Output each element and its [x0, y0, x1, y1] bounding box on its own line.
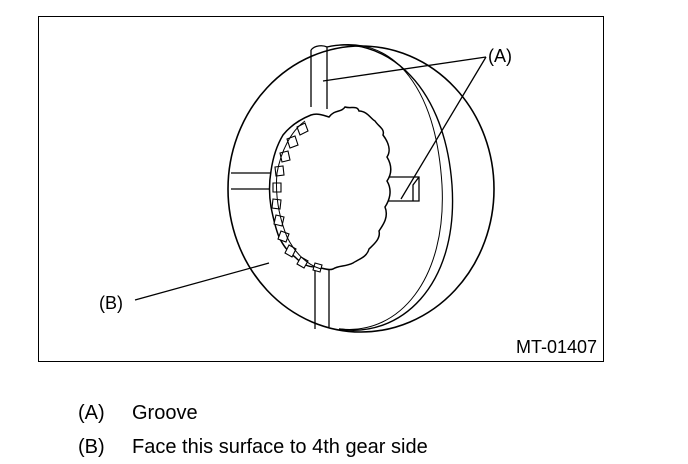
legend-key-a: (A) — [78, 401, 105, 424]
groove-top — [310, 45, 328, 109]
legend-text-b: Face this surface to 4th gear side — [132, 435, 428, 458]
figure-frame: (A) (B) MT-01407 — [38, 16, 604, 362]
legend: (A) Groove (B) Face this surface to 4th … — [78, 396, 428, 464]
gear-ring-rim-edge — [326, 44, 454, 331]
legend-text-a: Groove — [132, 401, 198, 424]
gear-ring-rim-inner-edge — [338, 44, 443, 330]
groove-left — [231, 172, 277, 190]
spline-bore-depth-edge — [276, 120, 322, 270]
leader-line-a-top — [322, 56, 487, 82]
groove-bottom — [314, 267, 330, 329]
legend-item-b: (B) Face this surface to 4th gear side — [78, 430, 428, 464]
leader-lines — [134, 56, 487, 301]
groove-right — [374, 176, 420, 202]
leader-line-b — [134, 262, 270, 301]
callout-b-label: (B) — [99, 293, 123, 313]
legend-key-b: (B) — [78, 435, 105, 458]
gear-ring-illustration — [134, 44, 495, 333]
leader-line-a-right — [400, 56, 487, 200]
callout-a-label: (A) — [488, 46, 512, 66]
spline-bore — [268, 106, 392, 271]
legend-item-a: (A) Groove — [78, 396, 428, 430]
figure-id-label: MT-01407 — [515, 337, 597, 357]
